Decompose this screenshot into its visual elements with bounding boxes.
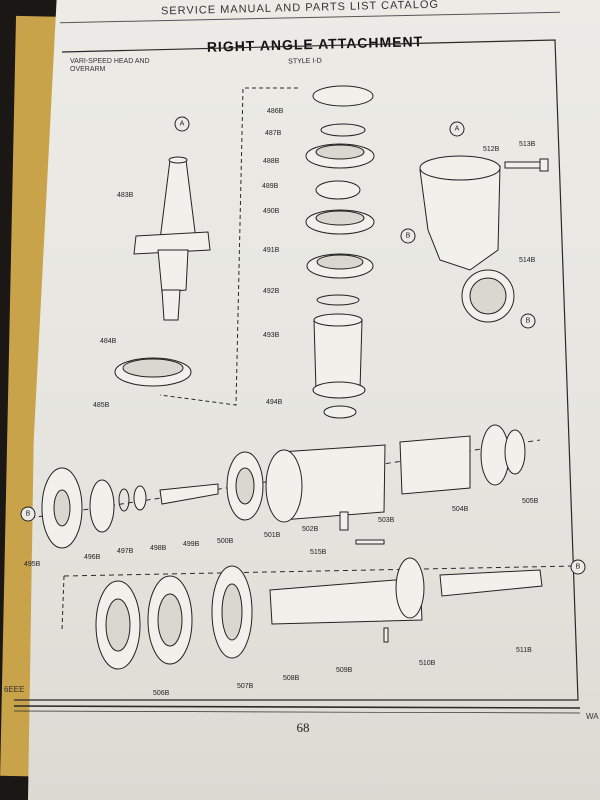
marker-b-upper-letter: B (26, 511, 31, 518)
part-label-493b: 493B (263, 332, 280, 339)
part-label-509b: 509B (336, 667, 353, 674)
part-label-512b: 512B (483, 146, 500, 153)
marker-b-upper (20, 506, 36, 522)
part-label-506b: 506B (153, 690, 170, 697)
part-label-502b: 502B (302, 526, 319, 533)
part-label-491b: 491B (263, 247, 280, 254)
part-label-501b: 501B (264, 532, 281, 539)
marker-b-lower-letter: B (576, 564, 581, 571)
part-label-503b: 503B (378, 517, 395, 524)
marker-a-left (174, 116, 190, 132)
housing-part-514b (419, 155, 515, 323)
vertical-bearing-stack (305, 85, 375, 419)
part-label-511b: 511B (516, 647, 532, 654)
part-number-labels: 483B 484B 485B 486B 487B 488B 489B 490B … (24, 108, 539, 697)
part-label-487b: 487B (265, 130, 282, 137)
part-label-486b: 486B (267, 108, 284, 115)
part-label-492b: 492B (263, 288, 280, 295)
marker-a-right-letter: A (455, 126, 460, 133)
nut-part-484b (114, 357, 192, 387)
marker-a-left-letter: A (180, 121, 185, 128)
dashed-group-line (159, 87, 298, 406)
part-label-513b: 513B (519, 141, 536, 148)
part-label-498b: 498B (150, 545, 167, 552)
part-label-483b: 483B (117, 192, 134, 199)
page-footer-right-text: WA (586, 712, 599, 721)
part-label-488b: 488B (263, 158, 280, 165)
marker-b-housing-left (400, 228, 416, 244)
section-label: VARI-SPEED HEAD AND OVERARM (70, 58, 150, 73)
part-label-504b: 504B (452, 506, 469, 513)
part-label-514b: 514B (519, 257, 536, 264)
part-label-515b: 515B (310, 549, 327, 556)
part-label-485b: 485B (93, 402, 110, 409)
part-label-490b: 490B (263, 208, 280, 215)
part-label-510b: 510B (419, 660, 436, 667)
axis-line-lower (63, 565, 576, 577)
part-label-505b: 505B (522, 498, 539, 505)
part-label-496b: 496B (84, 554, 101, 561)
marker-b-housing-right-letter: B (526, 318, 531, 325)
page-footer-left-text: 6EEE (4, 685, 25, 694)
lower-horizontal-assembly (95, 539, 543, 670)
reference-marker-group (20, 116, 586, 575)
upper-horizontal-assembly (41, 424, 526, 549)
part-label-499b: 499B (183, 541, 200, 548)
page-number: 68 (296, 720, 310, 735)
screw-part-513b (504, 158, 549, 172)
part-label-484b: 484B (100, 338, 117, 345)
part-label-497b: 497B (117, 548, 134, 555)
part-label-507b: 507B (237, 683, 254, 690)
axis-line-upper (29, 439, 541, 519)
bottom-rule (13, 705, 581, 709)
marker-b-lower (570, 559, 586, 575)
part-label-495b: 495B (24, 561, 41, 568)
part-label-508b: 508B (283, 675, 300, 682)
part-label-500b: 500B (217, 538, 234, 545)
part-label-494b: 494B (266, 399, 283, 406)
bottom-rule-thin (13, 710, 581, 714)
diagram-frame (14, 39, 579, 701)
arbor-part-483b (133, 156, 211, 321)
axis-drop-line (61, 575, 65, 631)
marker-b-housing-right (520, 313, 536, 329)
marker-a-right (449, 121, 465, 137)
part-label-489b: 489B (262, 183, 279, 190)
marker-b-housing-left-letter: B (406, 233, 411, 240)
